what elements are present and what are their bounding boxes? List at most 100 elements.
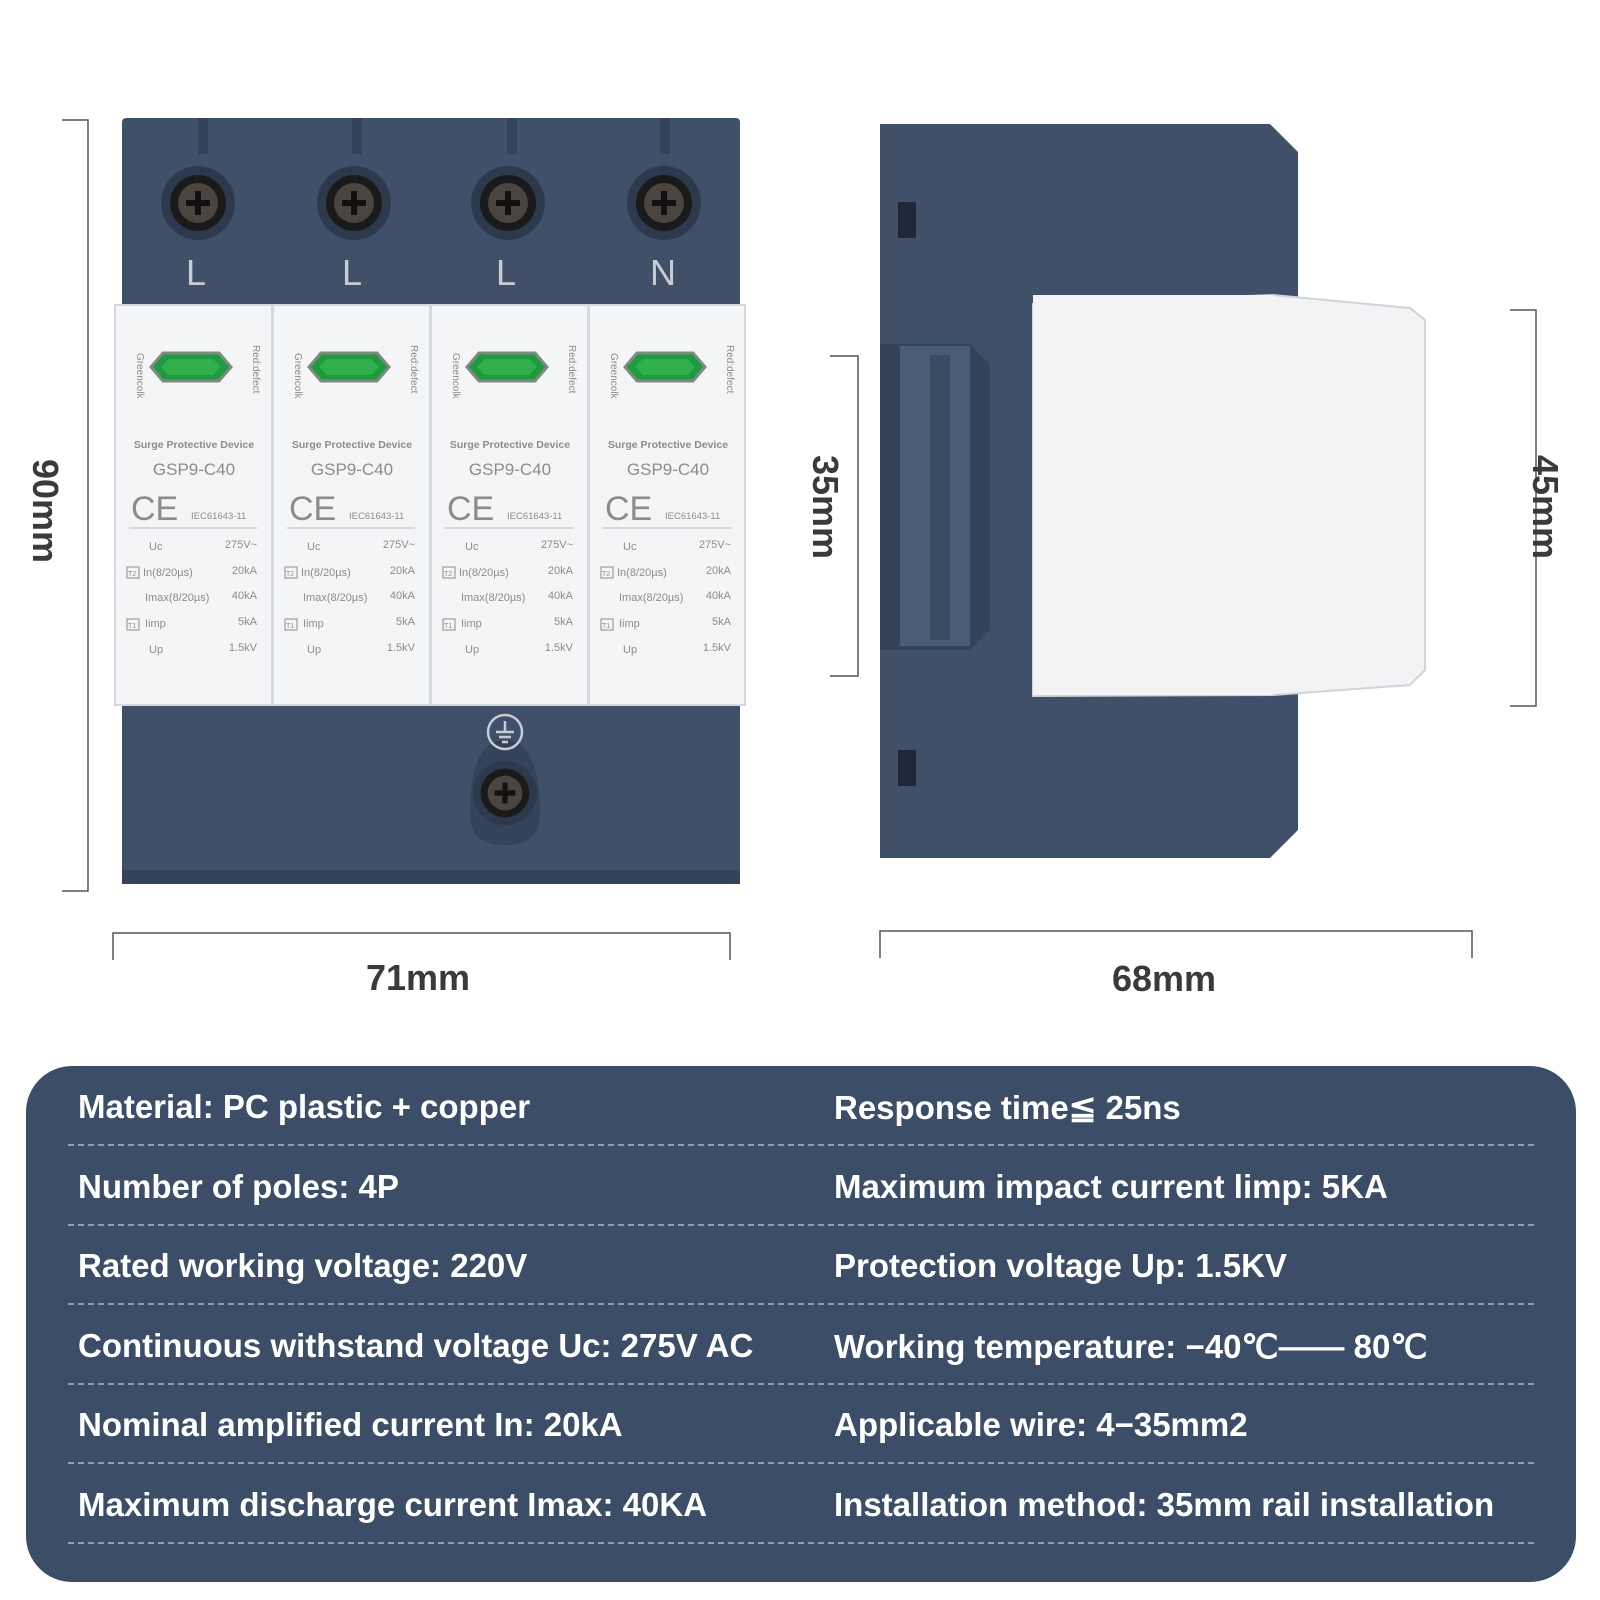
ce-mark: CE — [605, 490, 652, 528]
terminal-screw-icon — [627, 166, 701, 240]
type-badge: T1 — [286, 623, 294, 630]
rating-value: 40kA — [548, 590, 574, 602]
spd-module: Greencolk Red:defect Surge Protective De… — [115, 305, 272, 705]
rating-value: 275V~ — [225, 539, 257, 551]
rating-value: 1.5kV — [545, 642, 574, 654]
rating-value: 5kA — [238, 616, 258, 628]
standard-text: IEC61643-11 — [191, 511, 246, 522]
spec-item-right: Response time≦ 25ns — [834, 1089, 1181, 1126]
width-dimension-label: 71mm — [366, 957, 471, 998]
brand-text: Greencolk — [450, 353, 461, 400]
type-badge: T1 — [128, 623, 136, 630]
rating-label: Imax(8/20µs) — [303, 592, 367, 604]
rating-label: Iimp — [619, 618, 640, 630]
rating-label: Imax(8/20µs) — [461, 592, 525, 604]
status-indicator-window — [623, 351, 707, 383]
spd-module-face: Greencolk Red:defect Surge Protective De… — [442, 345, 577, 656]
model-number: GSP9-C40 — [311, 460, 393, 479]
spec-item-left: Rated working voltage: 220V — [78, 1247, 528, 1284]
brand-text: Greencolk — [608, 353, 619, 400]
rating-label: Iimp — [461, 618, 482, 630]
spec-item-right: Applicable wire: 4−35mm2 — [834, 1406, 1248, 1443]
spd-module: Greencolk Red:defect Surge Protective De… — [273, 305, 430, 705]
rating-value: 40kA — [390, 590, 416, 602]
status-legend-text: Red:defect — [724, 345, 735, 394]
rating-label: In(8/20µs) — [617, 567, 667, 579]
rating-label: Imax(8/20µs) — [619, 592, 683, 604]
spec-item-right: Maximum impact current limp: 5KA — [834, 1167, 1388, 1205]
type-badge: T2 — [286, 571, 294, 578]
status-indicator-window — [307, 351, 391, 383]
rating-label: In(8/20µs) — [143, 567, 193, 579]
depth-dimension-label: 68mm — [1112, 958, 1217, 999]
type-badge: T1 — [444, 623, 452, 630]
spec-item-left: Continuous withstand voltage Uc: 275V AC — [78, 1326, 754, 1364]
type-badge: T2 — [128, 571, 136, 578]
rating-label: Up — [149, 644, 163, 656]
device-title: Surge Protective Device — [450, 439, 570, 451]
type-badge: T1 — [602, 623, 610, 630]
status-indicator-window — [149, 351, 233, 383]
spec-divider — [68, 1303, 1534, 1305]
rating-value: 1.5kV — [703, 642, 732, 654]
status-indicator-window — [465, 351, 549, 383]
device-title: Surge Protective Device — [608, 439, 728, 451]
spec-item-right: Protection voltage Up: 1.5KV — [834, 1247, 1287, 1284]
rating-value: 275V~ — [383, 539, 415, 551]
spec-item-left: Material: PC plastic + copper — [78, 1088, 531, 1125]
spec-item-left: Maximum discharge current Imax: 40KA — [78, 1485, 708, 1523]
brand-text: Greencolk — [134, 353, 145, 400]
rating-label: Uc — [623, 541, 637, 553]
earth-ground-icon — [486, 713, 524, 751]
rail-height-dimension-label: 35mm — [805, 454, 846, 560]
rating-label: Iimp — [303, 618, 324, 630]
rating-label: In(8/20µs) — [301, 567, 351, 579]
type-badge: T2 — [444, 571, 452, 578]
model-number: GSP9-C40 — [627, 460, 709, 479]
ground-screw-icon — [472, 760, 538, 826]
standard-text: IEC61643-11 — [349, 511, 404, 522]
rating-label: Uc — [465, 541, 479, 553]
rating-value: 275V~ — [699, 539, 731, 551]
spd-module: Greencolk Red:defect Surge Protective De… — [589, 305, 746, 705]
spec-divider — [68, 1144, 1534, 1146]
rating-value: 20kA — [232, 565, 258, 577]
model-number: GSP9-C40 — [153, 460, 235, 479]
side-view — [880, 124, 1426, 858]
device-title: Surge Protective Device — [292, 439, 412, 451]
rating-value: 40kA — [232, 590, 258, 602]
rating-label: In(8/20µs) — [459, 567, 509, 579]
terminal-screw-icon — [317, 166, 391, 240]
spec-item-right: Working temperature: −40℃—— 80℃ — [834, 1327, 1428, 1365]
rating-value: 20kA — [548, 565, 574, 577]
status-legend-text: Red:defect — [566, 345, 577, 394]
rating-value: 275V~ — [541, 539, 573, 551]
terminal-screw-icon — [161, 166, 235, 240]
spec-item-right: Installation method: 35mm rail installat… — [834, 1485, 1495, 1523]
terminal-label: N — [650, 252, 676, 293]
spec-divider — [68, 1223, 1534, 1226]
rating-value: 5kA — [396, 616, 416, 628]
terminal-label: L — [342, 252, 363, 293]
rating-label: Uc — [149, 541, 163, 553]
rating-value: 40kA — [706, 590, 732, 602]
specifications-panel: Material: PC plastic + copper Response ti… — [26, 1066, 1576, 1582]
spd-module-face: Greencolk Red:defect Surge Protective De… — [126, 345, 261, 656]
rating-label: Up — [465, 644, 479, 656]
front-view — [114, 118, 746, 884]
ce-mark: CE — [131, 490, 178, 528]
rating-value: 1.5kV — [229, 642, 258, 654]
type-badge: T2 — [602, 571, 610, 578]
rating-value: 5kA — [554, 616, 574, 628]
rating-label: Up — [307, 644, 321, 656]
rating-value: 1.5kV — [387, 642, 416, 654]
rating-value: 20kA — [706, 565, 732, 577]
spec-item-left: Nominal amplified current In: 20kA — [78, 1406, 623, 1443]
status-legend-text: Red:defect — [408, 345, 419, 394]
rating-value: 20kA — [390, 565, 416, 577]
rating-value: 5kA — [712, 616, 732, 628]
spec-item-left: Number of poles: 4P — [78, 1167, 399, 1205]
spd-module-face: Greencolk Red:defect Surge Protective De… — [284, 345, 419, 656]
rating-label: Iimp — [145, 618, 166, 630]
terminal-label: L — [496, 252, 517, 293]
